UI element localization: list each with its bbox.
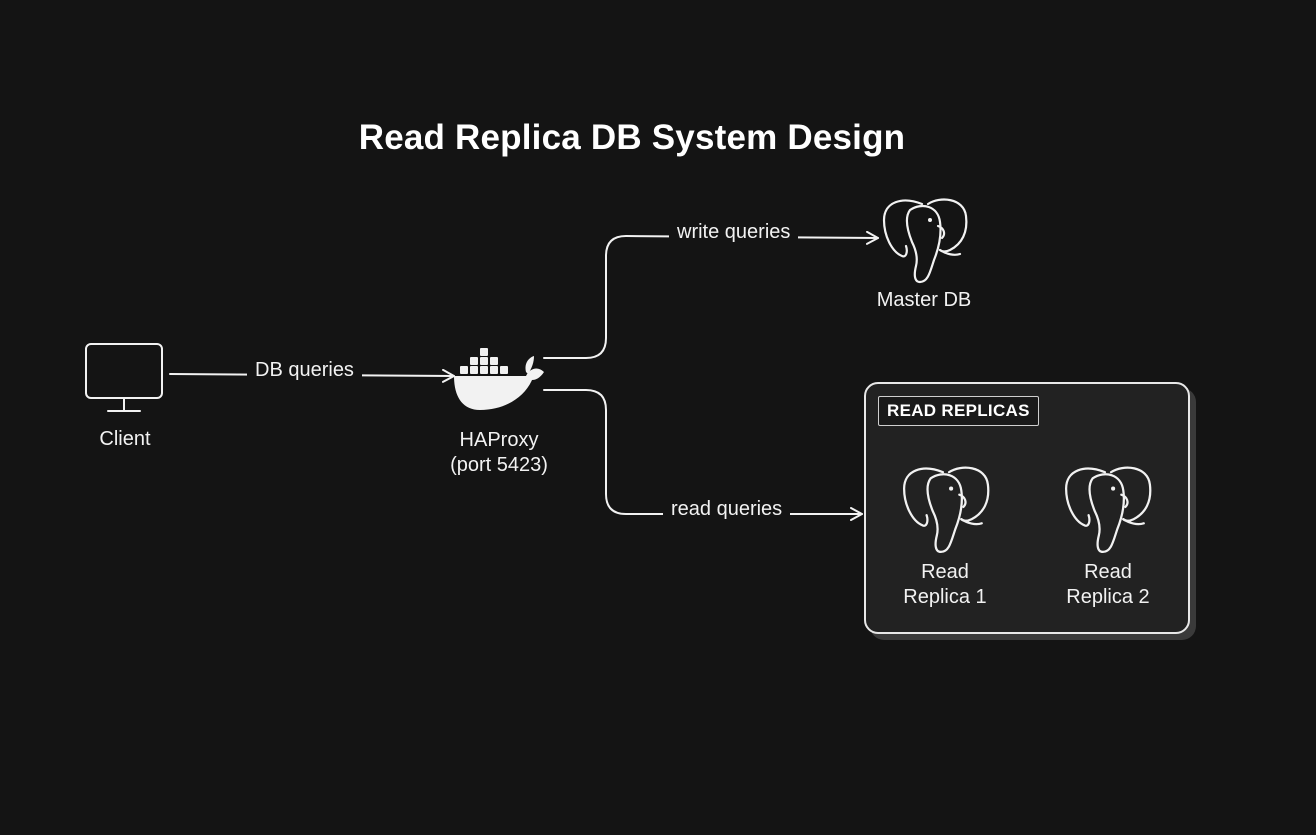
monitor-icon <box>85 343 163 412</box>
edge-label-db-queries: DB queries <box>247 358 362 382</box>
edge-proxy-to-master <box>543 230 879 359</box>
replica-1-label-line1: Read <box>921 561 969 583</box>
docker-whale-icon <box>454 348 544 410</box>
edge-proxy-to-replicas <box>543 389 863 521</box>
postgres-elephant-icon <box>882 198 968 284</box>
replica-2-label: Read Replica 2 <box>1046 560 1170 610</box>
replica-1-label-line2: Replica 1 <box>903 586 987 608</box>
replica-2-label-line2: Replica 2 <box>1066 586 1150 608</box>
diagram-title: Read Replica DB System Design <box>358 118 906 157</box>
haproxy-label-line1: HAProxy <box>459 429 539 451</box>
postgres-elephant-icon <box>902 466 990 554</box>
replica-2-label-line1: Read <box>1084 561 1132 583</box>
edge-label-read-queries: read queries <box>663 497 791 521</box>
replica-1-label: Read Replica 1 <box>884 560 1006 610</box>
haproxy-label: HAProxy (port 5423) <box>428 428 570 478</box>
master-db-label: Master DB <box>876 289 972 311</box>
postgres-elephant-icon <box>1064 466 1152 554</box>
edge-label-write-queries: write queries <box>669 220 799 244</box>
client-label: Client <box>99 428 151 450</box>
haproxy-label-line2: (port 5423) <box>450 454 548 476</box>
read-replicas-tag: READ REPLICAS <box>878 396 1039 426</box>
